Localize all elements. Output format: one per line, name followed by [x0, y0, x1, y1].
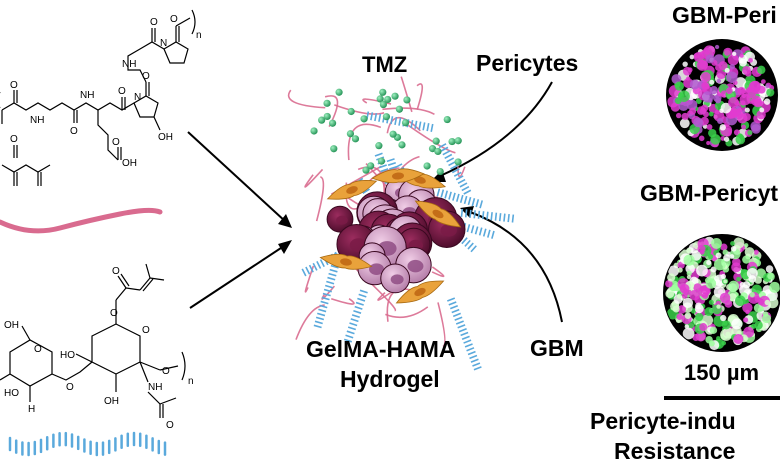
resistance-label-line1: Pericyte-indu — [590, 408, 736, 434]
atom-o: O — [118, 86, 126, 97]
atom-oh: OH — [104, 396, 119, 407]
atom-oh: OH — [122, 158, 137, 169]
atom-ho: HO — [60, 350, 75, 361]
subscript-n: n — [188, 376, 194, 387]
resistance-label-line2: Resistance — [614, 438, 736, 464]
gelma-fiber-icon — [0, 207, 163, 234]
microscopy-gbm-pericyte-tmz — [663, 234, 780, 352]
atom-o: O — [142, 71, 150, 82]
atom-o: O — [10, 80, 18, 91]
hydrogel-label-line2: Hydrogel — [340, 366, 440, 392]
atom-o: O — [66, 382, 74, 393]
atom-ho: HO — [4, 388, 19, 399]
atom-nh: NH — [148, 382, 162, 393]
atom-nh: NH — [80, 90, 94, 101]
atom-n: N — [134, 92, 141, 103]
pericytes-label: Pericytes — [476, 50, 579, 76]
atom-o: O — [142, 325, 150, 336]
atom-o: O — [112, 266, 120, 277]
hama-structure — [0, 263, 186, 418]
gbm-pericyte-title: GBM-Peri — [672, 2, 777, 28]
hama-fiber-icon — [8, 431, 167, 457]
gbm-label: GBM — [530, 335, 584, 361]
tmz-label: TMZ — [362, 52, 408, 77]
gbm-pericyte-tmz-title: GBM-Pericyt — [640, 180, 779, 206]
hama-atom-labels: OH O HO H O HO O O O OH NH O O n — [4, 266, 194, 431]
tmz-drug-particles — [310, 88, 462, 176]
atom-oh: OH — [4, 320, 19, 331]
atom-o: O — [162, 366, 170, 377]
hydrogel-label-line1: GelMA-HAMA — [306, 336, 456, 362]
atom-nh: NH — [30, 115, 44, 126]
pericyte-cells — [319, 168, 462, 304]
atom-o: O — [170, 14, 178, 25]
atom-o: O — [70, 126, 78, 137]
gelma-structure — [0, 9, 196, 186]
atom-oh: OH — [158, 132, 173, 143]
atom-n: N — [160, 38, 167, 49]
atom-o: O — [150, 17, 158, 28]
atom-o: O — [10, 134, 18, 145]
gelma-atom-labels: O NH O NH O N OH OH O O NH O N O n O — [10, 14, 202, 169]
microscopy-gbm-pericyte — [666, 39, 778, 151]
atom-o: O — [112, 137, 120, 148]
scale-bar-label: 150 µm — [684, 360, 760, 385]
subscript-n: n — [196, 30, 202, 41]
atom-nh: NH — [122, 59, 136, 70]
atom-o: O — [34, 344, 42, 355]
atom-h: H — [28, 404, 35, 415]
atom-o: O — [110, 308, 118, 319]
atom-o: O — [166, 420, 174, 431]
